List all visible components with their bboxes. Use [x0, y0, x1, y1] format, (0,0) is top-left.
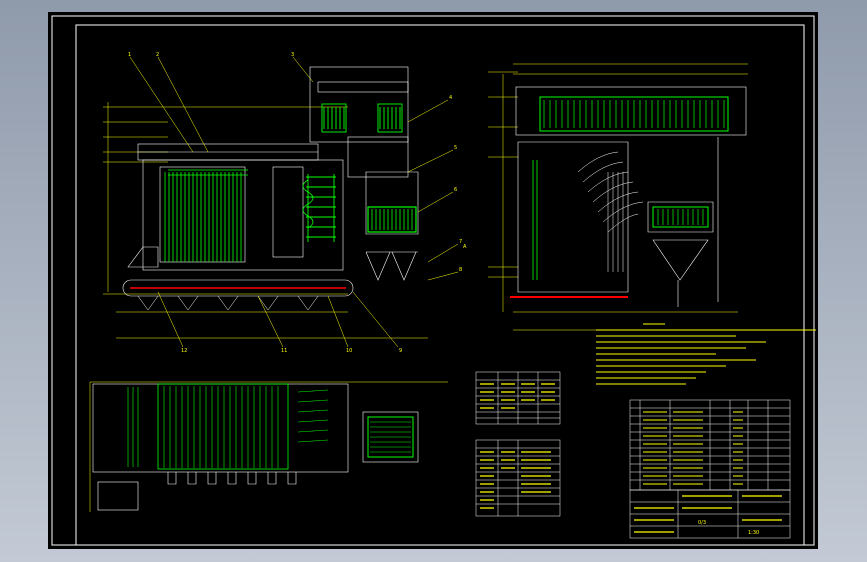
technical-notes [596, 323, 816, 385]
side-section-view [488, 63, 748, 331]
spec-table-2 [475, 439, 561, 517]
plan-view [89, 381, 448, 512]
cad-drawing: 1 2 3 4 5 6 7 8 9 10 11 12 A [51, 15, 816, 546]
superheater-coils [302, 179, 314, 229]
callout-11: 11 [281, 348, 287, 354]
callout-10: 10 [346, 348, 352, 354]
furnace-casing [142, 159, 344, 271]
callout-4: 4 [449, 95, 452, 101]
side-boiling-tubes [577, 151, 644, 272]
collector-tubes [367, 206, 417, 233]
table-text-fill [480, 383, 555, 509]
callout-7: 7 [459, 239, 462, 245]
top-air-preheater [539, 96, 729, 132]
callout-leaders [129, 56, 459, 348]
air-preheater-duct [309, 66, 409, 143]
side-collector [647, 201, 714, 233]
inner-border [75, 24, 805, 546]
drawing-sheet[interactable]: 1 2 3 4 5 6 7 8 9 10 11 12 A [48, 12, 818, 549]
coal-hopper [127, 246, 159, 268]
title-block [629, 489, 791, 539]
preheater-tubes [321, 103, 403, 133]
parts-list-text [643, 411, 743, 485]
plan-collector [362, 411, 419, 463]
side-furnace [517, 141, 629, 293]
sheet-number: 0/3 [698, 520, 706, 526]
top-casing [515, 86, 747, 136]
callout-labels: 1 2 3 4 5 6 7 8 9 10 11 12 A [128, 52, 467, 354]
convection-tubes [164, 169, 248, 262]
drawing-scale: 1:30 [748, 530, 759, 536]
callout-5: 5 [454, 145, 457, 151]
section-mark-a: A [463, 244, 467, 250]
dimension-lines-left [103, 102, 428, 339]
flue-duct [347, 136, 409, 178]
spec-table-1 [475, 371, 561, 425]
callout-3: 3 [291, 52, 294, 58]
callout-12: 12 [181, 348, 187, 354]
plan-outline [92, 383, 349, 473]
ash-hoppers [365, 251, 417, 281]
plan-legs [167, 472, 297, 485]
front-section-view [103, 56, 459, 348]
callout-9: 9 [399, 348, 402, 354]
rear-tube-bank [272, 166, 304, 258]
economizer-coils [306, 174, 336, 242]
front-water-wall [159, 166, 246, 263]
side-water-wall [532, 160, 538, 280]
callout-8: 8 [459, 267, 462, 273]
dust-collector [365, 171, 419, 235]
callout-2: 2 [156, 52, 159, 58]
side-ash-hopper [652, 239, 709, 281]
outer-border [51, 15, 815, 546]
callout-6: 6 [454, 187, 457, 193]
top-header [317, 81, 409, 93]
callout-1: 1 [128, 52, 131, 58]
plan-furnace-tubes [157, 383, 289, 470]
title-block-text: 0/3 1:30 [698, 520, 759, 536]
